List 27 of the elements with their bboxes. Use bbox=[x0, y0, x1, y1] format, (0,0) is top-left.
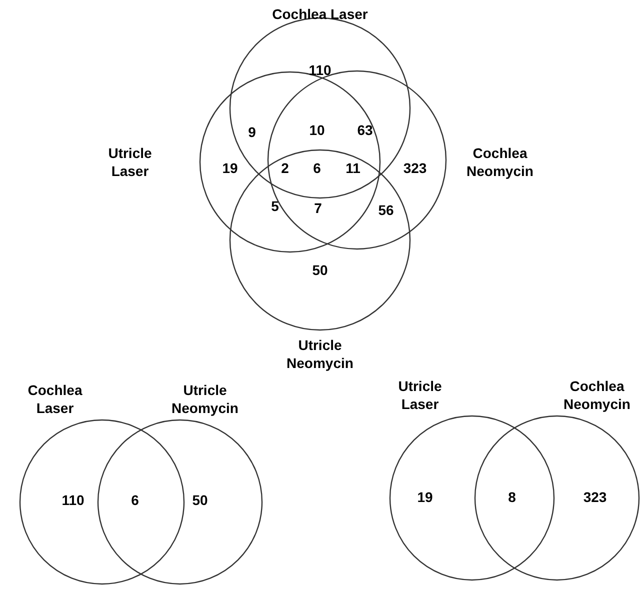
set-label: Utricle Neomycin bbox=[286, 336, 354, 372]
region-count: 6 bbox=[313, 160, 321, 176]
set-label: Cochlea Laser bbox=[26, 381, 84, 417]
region-count: 50 bbox=[192, 492, 208, 508]
set-label: Cochlea Laser bbox=[272, 5, 368, 23]
set-label: Cochlea Neomycin bbox=[562, 377, 632, 413]
region-count: 2 bbox=[281, 160, 289, 176]
region-count: 56 bbox=[378, 202, 394, 218]
set-label: Cochlea Neomycin bbox=[466, 144, 534, 180]
region-count: 7 bbox=[314, 200, 322, 216]
set-label: Utricle Laser bbox=[397, 377, 443, 413]
region-count: 11 bbox=[346, 160, 360, 176]
set-label: Utricle Neomycin bbox=[170, 381, 240, 417]
region-count: 323 bbox=[583, 489, 607, 505]
region-count: 6 bbox=[131, 492, 139, 508]
region-count: 50 bbox=[312, 262, 328, 278]
region-count: 323 bbox=[403, 160, 427, 176]
region-count: 110 bbox=[308, 62, 332, 78]
set-label: Utricle Laser bbox=[107, 144, 153, 180]
region-count: 19 bbox=[417, 489, 433, 505]
region-count: 9 bbox=[248, 124, 256, 140]
region-count: 19 bbox=[222, 160, 238, 176]
region-count: 110 bbox=[62, 492, 84, 508]
region-count: 8 bbox=[508, 489, 516, 505]
region-count: 63 bbox=[357, 122, 373, 138]
region-count: 5 bbox=[271, 198, 279, 214]
region-count: 10 bbox=[309, 122, 325, 138]
